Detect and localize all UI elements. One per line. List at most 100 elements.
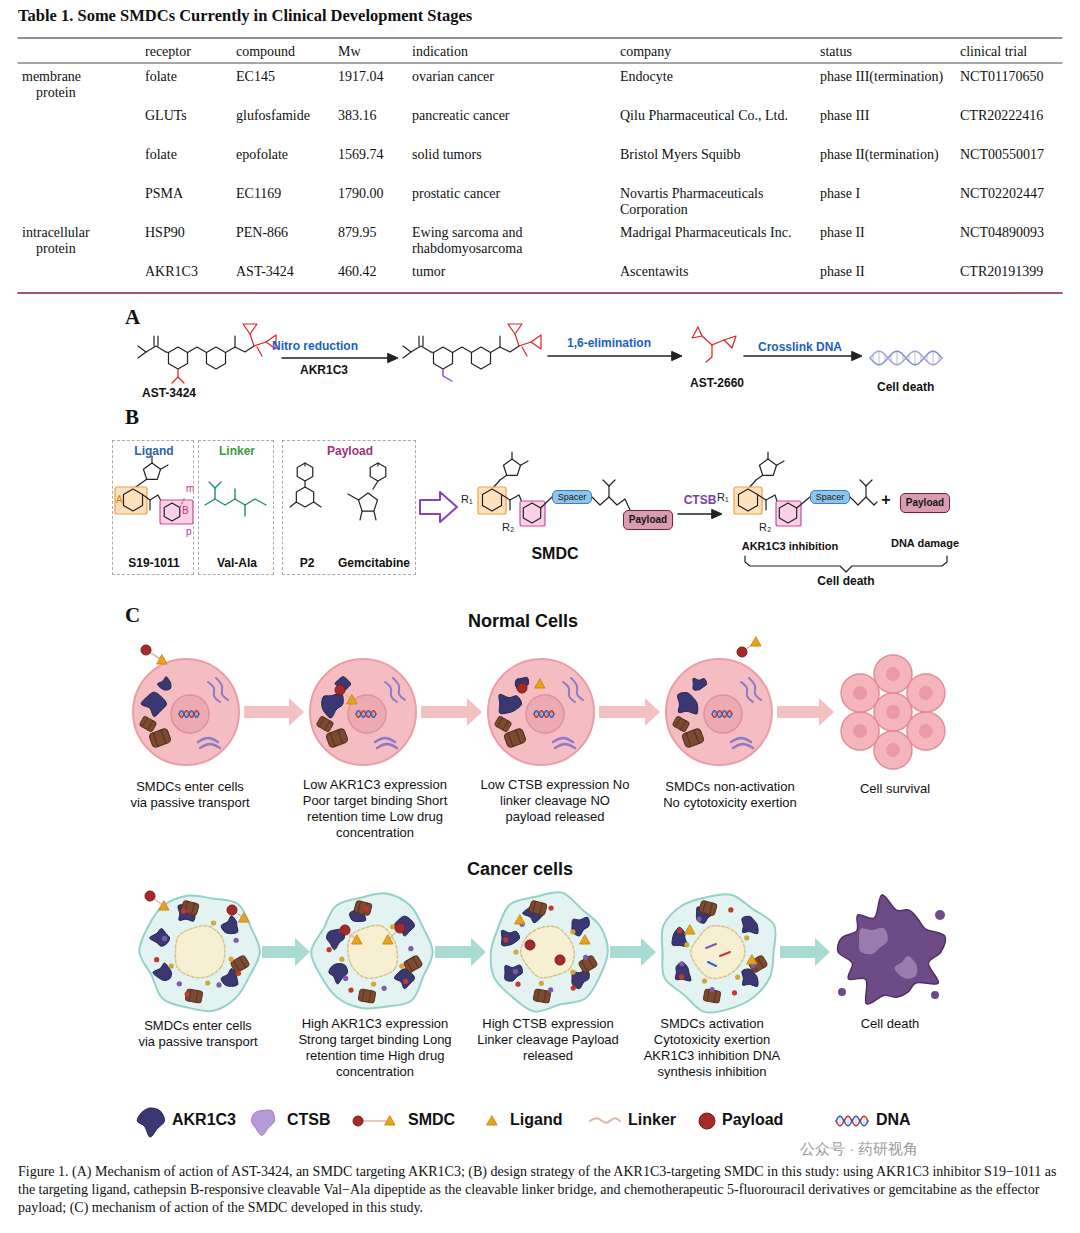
- chemical-structure: [443, 369, 452, 381]
- cancer-cell: [539, 981, 544, 986]
- normal-cell: [694, 730, 699, 744]
- cancer-cell: [677, 928, 682, 933]
- normal-cell: [555, 744, 575, 748]
- table-cell: Bristol Myers Squibb: [620, 147, 800, 163]
- table-header: Mw: [338, 44, 410, 60]
- stage-arrow: [435, 938, 486, 966]
- cancer-cell: [229, 957, 234, 962]
- box-text: Payload: [629, 514, 667, 526]
- table-cell: NCT01170650: [960, 69, 1072, 85]
- cancer-cell: [169, 963, 174, 968]
- normal-cell: [148, 721, 153, 730]
- normal-cell: [681, 721, 686, 730]
- cancer-cell: [221, 916, 238, 934]
- cancer-cell: [399, 963, 404, 968]
- chemical-structure: [531, 335, 541, 349]
- chemical-structure: [290, 502, 296, 507]
- bracket: [745, 556, 947, 572]
- chemical-structure: [541, 497, 552, 508]
- cancer-cell: [707, 989, 709, 1001]
- legend-symbol: [864, 1116, 865, 1126]
- cancer-cell: [407, 961, 413, 971]
- component-box: PayloadP2Gemcitabine: [282, 440, 416, 575]
- cancer-cell: [709, 987, 714, 992]
- chemical-structure: [418, 336, 419, 346]
- table-cell: pancreatic cancer: [412, 108, 612, 124]
- normal-cell: [179, 711, 199, 718]
- normal-cell: [515, 677, 528, 692]
- reaction-arrow: [548, 355, 675, 357]
- smdc-symbol: [227, 905, 237, 915]
- stage-caption: SMDCs enter cells via passive transport: [136, 1018, 261, 1050]
- chemical-structure: [205, 499, 266, 505]
- chemical-structure: [250, 334, 254, 346]
- chemical-structure: [603, 480, 615, 486]
- chemical-structure: [209, 482, 221, 488]
- chemical-structure: [235, 346, 254, 352]
- chemical-structure: [521, 461, 528, 465]
- box-text: Gemcitabine: [333, 557, 415, 571]
- chemical-structure: [206, 347, 225, 369]
- surviving-cells: [919, 724, 933, 738]
- table-cell: phase I: [820, 186, 952, 202]
- normal-cell: [675, 718, 680, 727]
- smdc-symbol: [145, 891, 155, 901]
- chemical-structure: [360, 511, 362, 520]
- table-cell: folate: [145, 147, 233, 163]
- chemical-structure: [520, 501, 545, 526]
- chemical-structure: [500, 346, 519, 352]
- chemical-structure: [304, 481, 305, 487]
- normal-cell: [179, 711, 199, 718]
- chemical-structure: [779, 503, 796, 523]
- table-header: company: [620, 44, 800, 60]
- ring-label: R₁: [717, 491, 734, 504]
- chemical-structure: [244, 505, 245, 516]
- legend-text: CTSB: [287, 1111, 331, 1129]
- normal-cell: [338, 730, 343, 744]
- chemical-structure: [478, 487, 506, 514]
- cancer-cell: [403, 955, 423, 973]
- chemical-structure: [453, 347, 472, 353]
- cancer-cell: [513, 949, 518, 954]
- normal-cell: [393, 678, 405, 700]
- table-cell: PSMA: [145, 186, 233, 202]
- reaction-arrow: [744, 355, 855, 357]
- normal-cell: [198, 738, 218, 742]
- cancer-cell: [662, 894, 776, 1013]
- normal-cell: [153, 733, 158, 747]
- chemical-structure: [608, 486, 609, 497]
- cancer-cell: [348, 988, 353, 993]
- cancer-cell: [326, 947, 331, 952]
- cancer-cell: [150, 929, 170, 947]
- table-cell: 383.16: [338, 108, 410, 124]
- cancer-cell: [691, 926, 745, 979]
- chemical-structure: [161, 465, 168, 469]
- cancer-cell: [413, 957, 419, 967]
- cancer-cell: [236, 971, 241, 976]
- cancer-cell: [583, 955, 588, 960]
- watermark: 公众号 · 药研视角: [800, 1140, 1000, 1157]
- legend-symbol: [353, 1116, 363, 1126]
- dna-symbol: [879, 351, 880, 365]
- smdc-symbol: [141, 645, 151, 655]
- table-cell: Ascentawits: [620, 264, 800, 280]
- chemical-structure: [370, 463, 386, 481]
- smdc-symbol: [525, 940, 535, 950]
- normal-cell: [712, 711, 732, 718]
- process-arrow: [420, 492, 457, 522]
- chemical-structure: [776, 501, 801, 526]
- chemical-structure: [172, 377, 184, 383]
- normal-cell: [141, 692, 166, 716]
- normal-cell: [377, 744, 397, 748]
- normal-cell: [139, 716, 157, 733]
- chemical-structure: [491, 336, 501, 353]
- table-cell: GLUTs: [145, 108, 233, 124]
- spacer-box: Spacer: [810, 490, 851, 505]
- table-cell: folate: [145, 69, 233, 85]
- normal-cell: [672, 716, 690, 733]
- normal-cell: [208, 682, 220, 702]
- chemical-structure: [143, 463, 160, 479]
- normal-cell: [516, 730, 521, 744]
- chemical-structure: [692, 327, 702, 338]
- table-cell: 1917.04: [338, 69, 410, 85]
